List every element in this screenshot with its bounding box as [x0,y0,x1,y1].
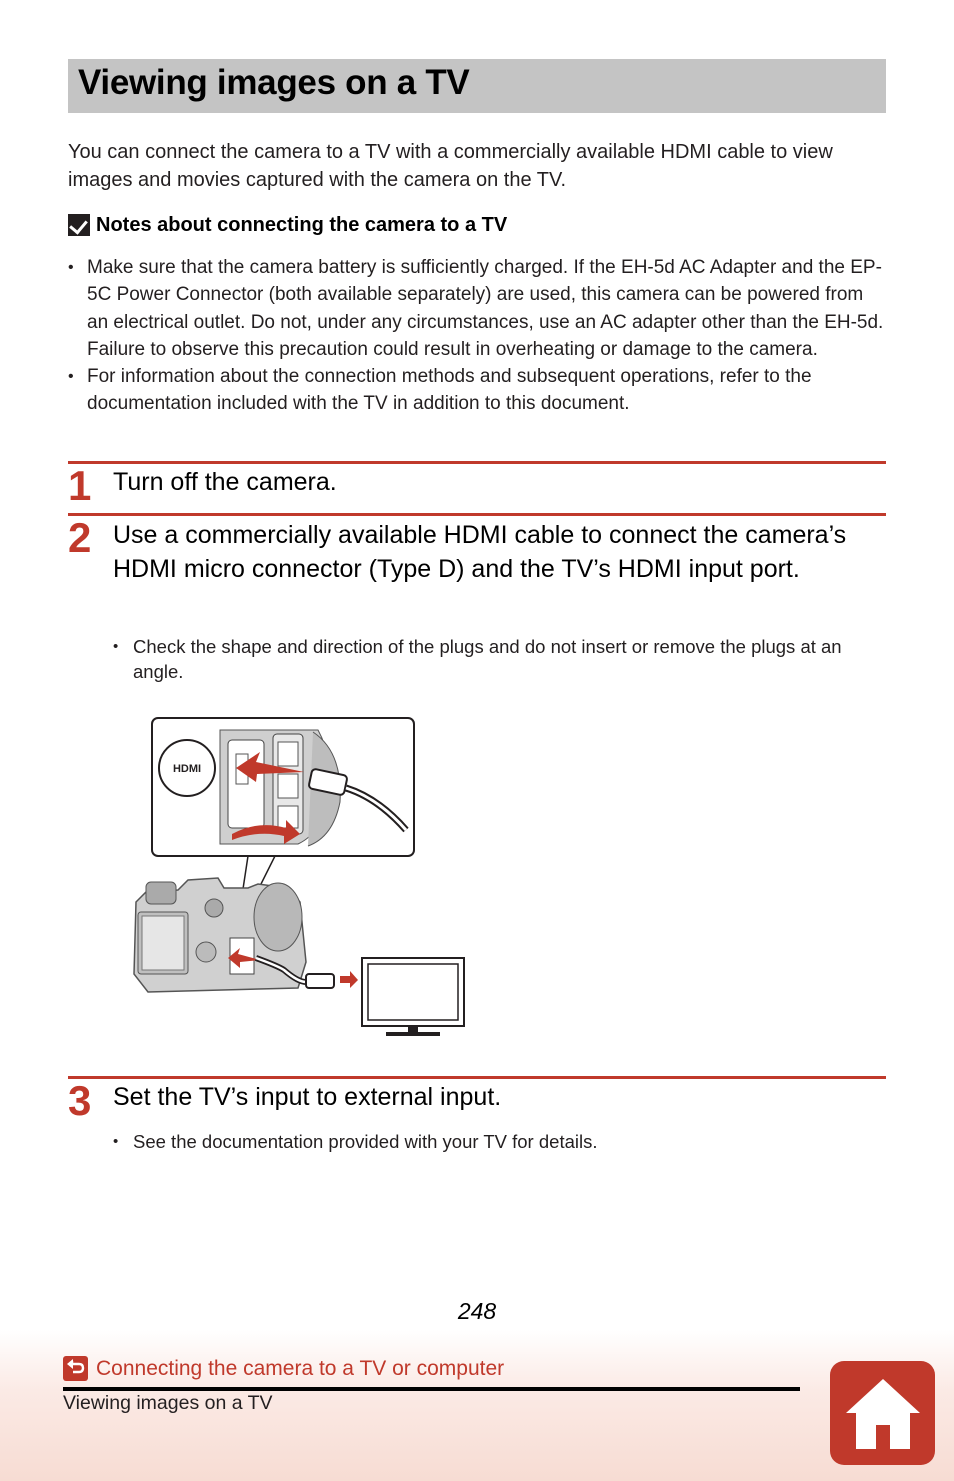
step-number: 2 [68,514,92,561]
list-item: For information about the connection met… [68,363,886,418]
footer [0,1330,954,1481]
list-item: Check the shape and direction of the plu… [113,634,888,684]
step-divider [68,461,886,464]
home-icon [846,1379,920,1449]
page-title: Viewing images on a TV [78,63,470,102]
hdmi-logo-text: HDMI [173,763,201,775]
home-button[interactable] [830,1361,935,1465]
step-divider [68,1076,886,1079]
notes-list: Make sure that the camera battery is suf… [68,254,886,418]
title-bar: Viewing images on a TV [68,59,886,113]
check-note-icon [68,214,90,236]
page-number: 248 [457,1298,497,1324]
breadcrumb: Viewing images on a TV [63,1392,273,1414]
section-link-label: Connecting the camera to a TV or compute… [96,1356,505,1380]
notes-heading: Notes about connecting the camera to a T… [68,212,507,238]
step-divider [68,513,886,516]
notes-heading-text: Notes about connecting the camera to a T… [96,213,508,236]
step-text: Set the TV’s input to external input. [113,1083,502,1111]
section-link[interactable]: Connecting the camera to a TV or compute… [63,1356,504,1381]
step-text: Use a commercially available HDMI cable … [113,521,847,583]
step-bullets: See the documentation provided with your… [113,1129,888,1154]
step-text: Turn off the camera. [113,468,337,496]
hdmi-connection-illustration: HDMI [133,717,465,1036]
step-number: 3 [68,1077,92,1124]
list-item: Make sure that the camera battery is suf… [68,254,886,363]
back-arrow-icon [63,1356,88,1381]
list-item: See the documentation provided with your… [113,1129,888,1154]
step-number: 1 [68,462,92,509]
step-bullets: Check the shape and direction of the plu… [113,634,888,684]
footer-divider [63,1387,800,1391]
intro-paragraph: You can connect the camera to a TV with … [68,141,833,191]
